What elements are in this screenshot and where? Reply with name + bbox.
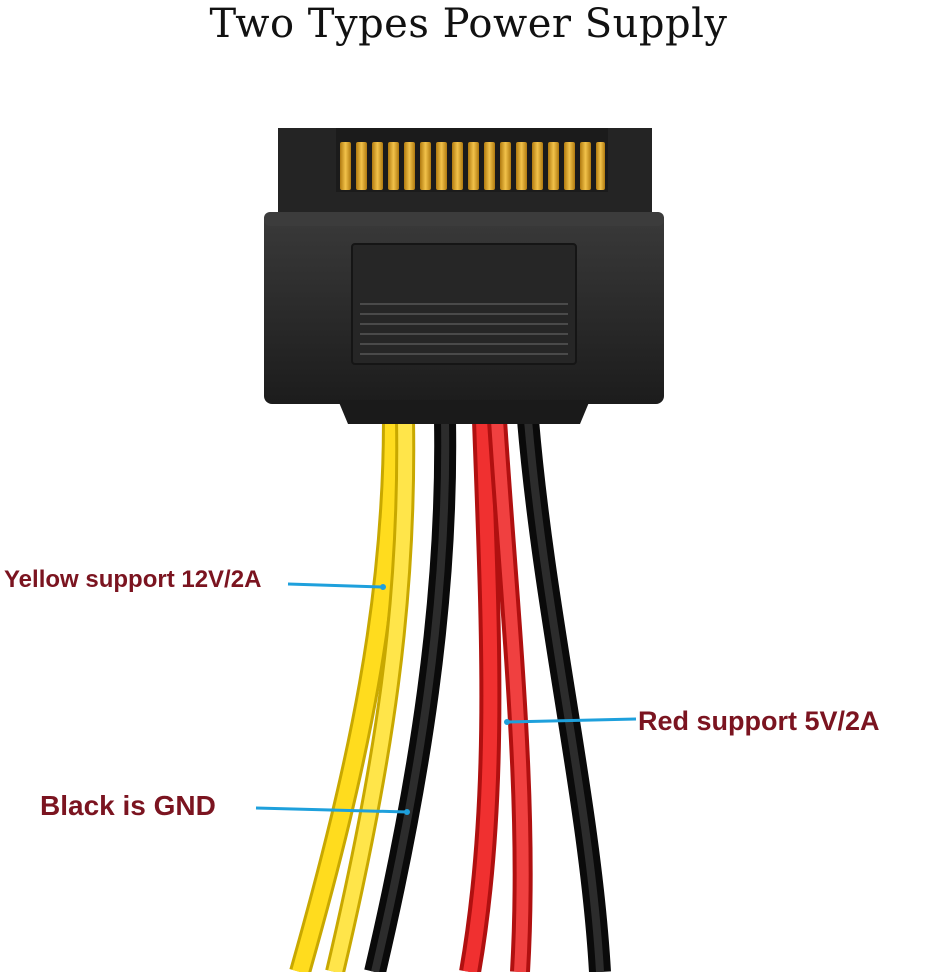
diagram-title: Two Types Power Supply bbox=[209, 1, 728, 47]
yellow-leader-line bbox=[287, 582, 384, 589]
gold-pins bbox=[340, 142, 605, 190]
black-wire-label: Black is GND bbox=[40, 790, 216, 821]
grip-ridges bbox=[360, 303, 568, 355]
red-wire-label: Red support 5V/2A bbox=[638, 706, 880, 736]
leader-lines bbox=[255, 582, 637, 815]
sata-connector bbox=[264, 128, 664, 424]
red-leader-line bbox=[506, 717, 637, 724]
yellow-wire-label: Yellow support 12V/2A bbox=[4, 566, 262, 593]
black-leader-line bbox=[255, 806, 408, 814]
wires bbox=[289, 419, 611, 972]
